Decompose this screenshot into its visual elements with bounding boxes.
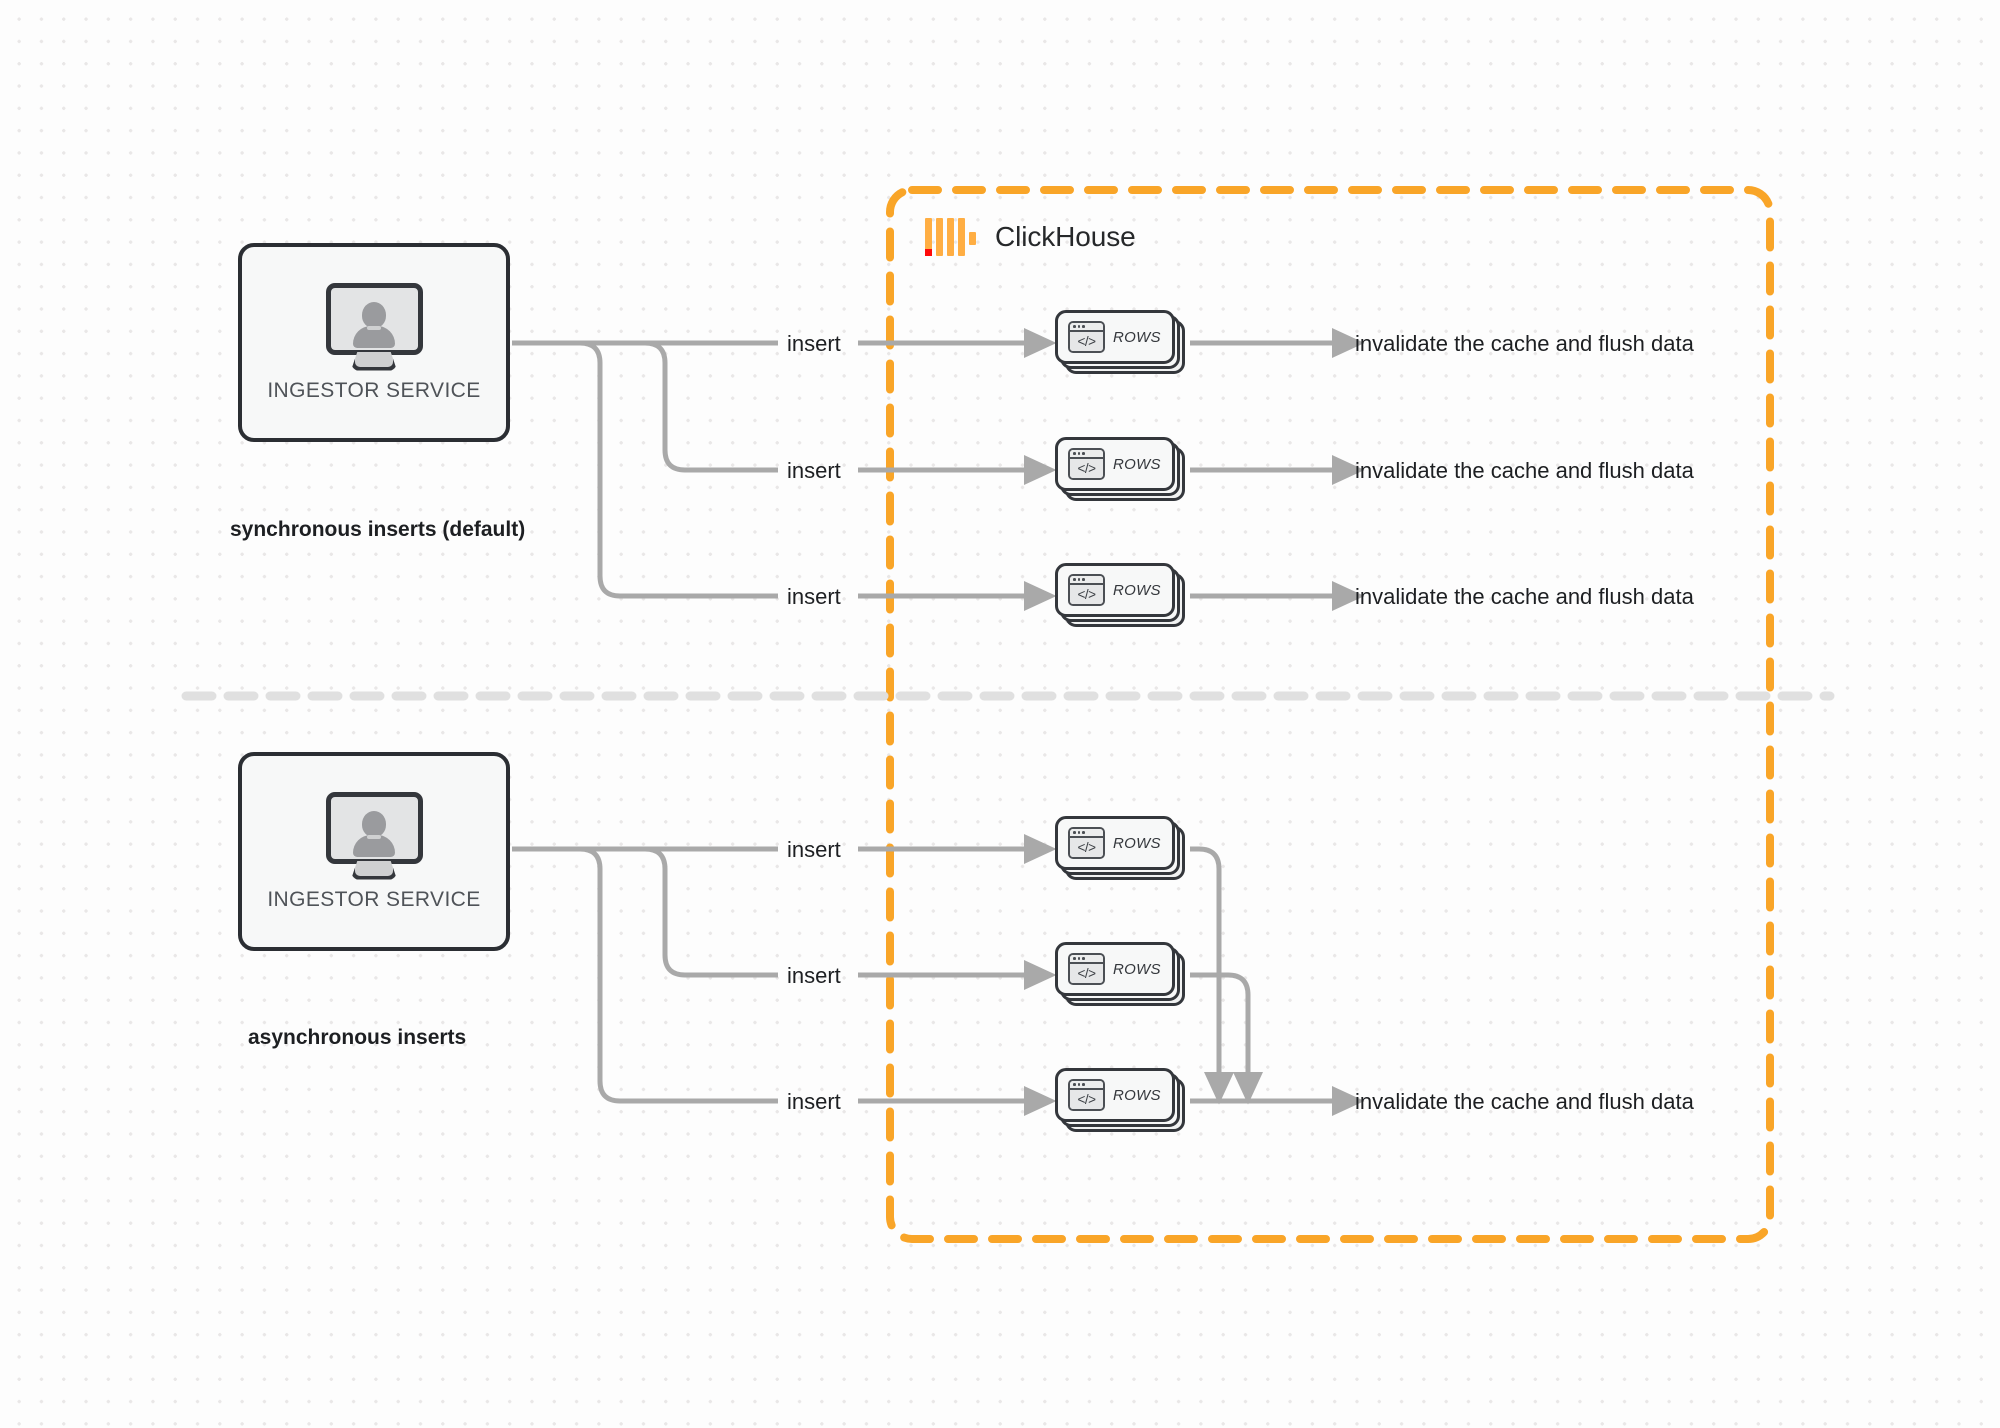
rows-card-label: ROWS (1113, 581, 1161, 599)
code-window-icon: </> (1068, 827, 1105, 859)
rows-card-sync-2[interactable]: </> ROWS (1055, 437, 1185, 501)
insert-label-async-3: insert (787, 1089, 841, 1114)
clickhouse-brand-label: ClickHouse (995, 221, 1136, 252)
code-window-icon: </> (1068, 574, 1105, 606)
monitor-user-icon (325, 791, 423, 880)
rows-card-sync-1[interactable]: </> ROWS (1055, 310, 1185, 374)
outcome-label-sync-3: invalidate the cache and flush data (1355, 584, 1694, 609)
rows-card-async-1[interactable]: </> ROWS (1055, 816, 1185, 880)
code-window-icon: </> (1068, 953, 1105, 985)
monitor-user-icon (325, 282, 423, 371)
clickhouse-logo-icon (925, 218, 976, 256)
rows-card-async-2[interactable]: </> ROWS (1055, 942, 1185, 1006)
ingestor-service-sync[interactable]: INGESTOR SERVICE (238, 243, 510, 442)
insert-label-async-2: insert (787, 963, 841, 988)
insert-label-sync-1: insert (787, 331, 841, 356)
insert-label-sync-3: insert (787, 584, 841, 609)
code-window-icon: </> (1068, 321, 1105, 353)
outcome-label-sync-1: invalidate the cache and flush data (1355, 331, 1694, 356)
ingestor-service-label-sync: INGESTOR SERVICE (267, 378, 481, 402)
code-window-icon: </> (1068, 1079, 1105, 1111)
clickhouse-boundary (886, 186, 1774, 1243)
ingestor-service-label-async: INGESTOR SERVICE (267, 887, 481, 911)
rows-card-sync-3[interactable]: </> ROWS (1055, 563, 1185, 627)
clickhouse-header: ClickHouse (925, 218, 1136, 256)
rows-card-label: ROWS (1113, 455, 1161, 473)
ingestor-service-async[interactable]: INGESTOR SERVICE (238, 752, 510, 951)
rows-card-label: ROWS (1113, 328, 1161, 346)
insert-label-sync-2: insert (787, 458, 841, 483)
outcome-label-async-merged: invalidate the cache and flush data (1355, 1089, 1694, 1114)
rows-card-label: ROWS (1113, 1086, 1161, 1104)
rows-card-label: ROWS (1113, 834, 1161, 852)
section-caption-async: asynchronous inserts (248, 1026, 467, 1049)
section-caption-sync: synchronous inserts (default) (230, 518, 526, 541)
outcome-label-sync-2: invalidate the cache and flush data (1355, 458, 1694, 483)
rows-card-label: ROWS (1113, 960, 1161, 978)
rows-card-async-3[interactable]: </> ROWS (1055, 1068, 1185, 1132)
code-window-icon: </> (1068, 448, 1105, 480)
insert-label-async-1: insert (787, 837, 841, 862)
